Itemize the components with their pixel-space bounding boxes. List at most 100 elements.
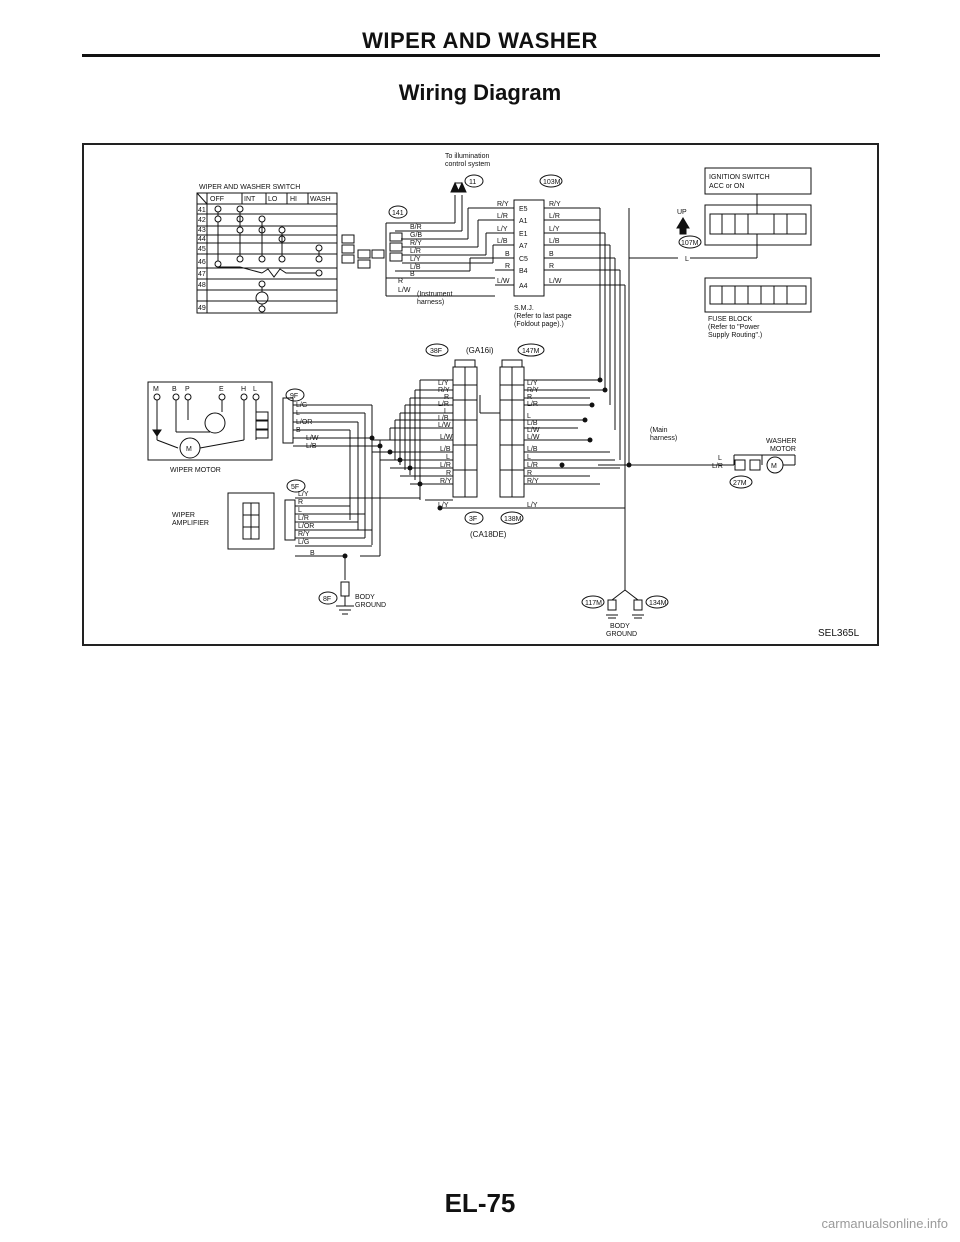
switch-wire-label: L/W [398,287,411,294]
connector-147m: 147M [522,348,540,355]
washer-motor-label-1: WASHER [766,438,796,445]
smj-left-wire: L/W [497,278,510,285]
ga-right-wire: L [527,413,531,420]
page-title: WIPER AND WASHER [362,28,598,53]
switch-row-49: 49 [198,305,206,312]
switch-row-47: 47 [198,271,206,278]
ga-right-wire: L/B [527,446,538,453]
amplifier-label-1: WIPER [172,512,195,519]
ga-left-wire: L/R [440,462,451,469]
amp-wire-label: L [298,507,302,514]
motor-wire-label: L/OR [296,419,312,426]
ga-right-wire: L/R [527,401,538,408]
amp-wire-label: L/G [298,539,309,546]
connector-27m: 27M [733,480,747,487]
connector-117m: 117M [585,600,602,607]
switch-row-41: 41 [198,207,206,214]
switch-wire-label: L/R [410,248,421,255]
amp-wire-label: L/OR [298,523,314,530]
smj-note-1: (Refer to last page [514,313,572,320]
ga16i-connectors [452,359,525,498]
ga-right-wire: R [527,470,532,477]
ga16i-label: (GA16i) [466,346,494,355]
ga-left-wire: L/Y [438,502,449,509]
ga-right-wire: L [527,454,531,461]
motor-wires [255,397,380,545]
connector-11: 11 [469,179,476,186]
motor-wire-label: L/G [296,402,307,409]
smj-left-wire: L/B [497,238,508,245]
ignition-fuse-block [629,167,812,313]
switch-row-46: 46 [198,259,206,266]
ga-left-wire: L/W [438,422,451,429]
body-ground-left [336,581,354,615]
switch-col-int: INT [244,196,256,203]
smj-right-wire: R/Y [549,201,561,208]
ga-left-wire: L/Y [438,380,449,387]
smj-pin: B4 [519,268,528,275]
main-harness-1: (Main [650,427,668,434]
smj-right-wire: L/R [549,213,560,220]
body-ground-left-2: GROUND [355,602,386,609]
connector-8f: 8F [323,596,331,603]
ga-left-wire: L/B [440,446,451,453]
ga-left-wire: R [446,470,451,477]
diagram-frame [82,143,879,646]
connector-134m: 134M [649,600,667,607]
smj-left-wire: L/Y [497,226,508,233]
washer-motor-symbol: M [771,463,777,470]
connector-38f: 38F [430,348,442,355]
watermark: carmanualsonline.info [821,1216,948,1231]
smj-pin: A1 [519,218,528,225]
ga-right-wire: R/Y [527,478,539,485]
smj-pin: C5 [519,256,528,263]
smj-pin: E5 [519,206,528,213]
washer-wire-lr: L/R [712,463,723,470]
smj-block [495,199,630,575]
motor-terminal-b: B [172,386,177,393]
smj-left-wire: L/R [497,213,508,220]
wiper-motor-label: WIPER MOTOR [170,467,221,474]
smj-label: S.M.J. [514,305,534,312]
switch-wire-label: B/R [410,224,422,231]
motor-symbol: M [186,446,192,453]
ignition-switch-mode: ACC or ON [709,183,744,190]
motor-wire-label: B [296,427,301,434]
switch-row-42: 42 [198,217,206,224]
smj-right-wire: L/Y [549,226,560,233]
connector-141: 141 [392,210,404,217]
switch-wire-label: G/B [410,232,422,239]
switch-col-lo: LO [268,196,278,203]
fuse-wire-label: L [685,256,689,263]
junction-dots [342,377,632,559]
switch-col-off: OFF [210,196,224,203]
washer-motor [598,454,796,474]
switch-row-43: 43 [198,227,206,234]
switch-wire-label: R [398,278,403,285]
page-number: EL-75 [444,1188,516,1218]
diagram-subtitle: Wiring Diagram [398,80,562,105]
ca18de-label: (CA18DE) [470,530,507,539]
connector-5f: 5F [291,484,299,491]
wiper-washer-switch [196,192,338,314]
ignition-switch-label: IGNITION SWITCH [709,174,770,181]
ga-right-wire: R [527,394,532,401]
motor-terminal-l: L [253,386,257,393]
ga-left-wire: L [444,408,448,415]
smj-left-wire: R/Y [497,201,509,208]
ga-right-wire: R/Y [527,387,539,394]
body-ground-right-2: GROUND [606,631,637,638]
motor-wire-label: L/W [306,435,319,442]
switch-wire-label: L/B [410,264,421,271]
smj-pin: E1 [519,231,528,238]
amp-wire-label: L/R [298,515,309,522]
ga-left-wire: L/W [440,434,453,441]
title-rule [82,54,880,57]
switch-col-wash: WASH [310,196,331,203]
washer-motor-label-2: MOTOR [770,446,796,453]
fuse-block-note-2: Supply Routing".) [708,332,762,339]
amp-wire-label: R/Y [298,531,310,538]
switch-wire-label: L/Y [410,256,421,263]
ga-left-wire: R [444,394,449,401]
